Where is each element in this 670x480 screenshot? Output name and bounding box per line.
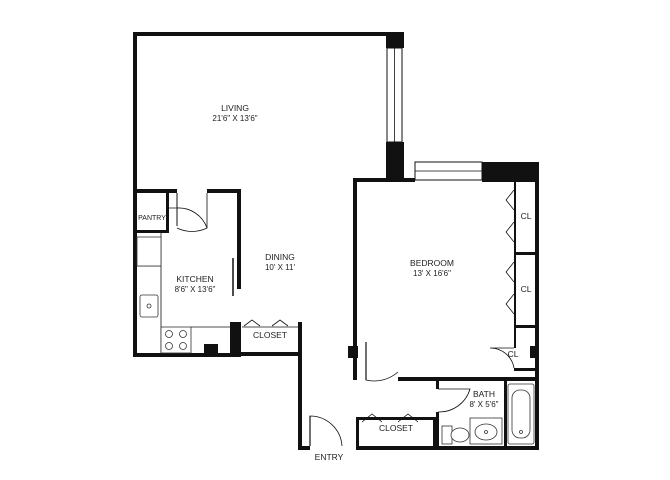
wall-entry-left	[298, 352, 302, 450]
windows	[386, 47, 483, 181]
door-bath	[437, 388, 471, 413]
door-closet-entry-right	[397, 413, 419, 423]
wall-cl-bottom-base	[514, 368, 538, 371]
bath-fixtures	[441, 383, 535, 445]
door-closet-kitchen-left	[243, 319, 261, 327]
cl-mid-label: CL	[521, 284, 532, 294]
wall-cl-bottom-left	[514, 328, 516, 348]
refrigerator	[136, 236, 162, 267]
dining-label: DINING	[265, 252, 295, 262]
wall-cl-bottom-stub	[530, 346, 538, 358]
bath-dims: 8' X 5'6"	[469, 400, 498, 409]
closet-entry-label: CLOSET	[379, 423, 413, 433]
wall-kitchen-right-lower	[230, 322, 241, 357]
door-closet-entry-left	[361, 413, 383, 423]
wall-cl-top-left	[514, 182, 516, 254]
wall-kitchen-bottom-block	[204, 344, 218, 357]
kitchen-label: KITCHEN	[176, 274, 213, 284]
labels: LIVING 21'6" X 13'6" DINING 10' X 11' KI…	[138, 103, 532, 462]
door-kitchen	[176, 193, 208, 232]
toilet-tank	[441, 425, 453, 445]
wall-bedroom-top-right-column	[482, 162, 538, 182]
door-bedroom	[365, 342, 399, 382]
bedroom-label: BEDROOM	[410, 258, 454, 268]
wall-kitchen-top-left	[133, 189, 177, 193]
wall-bedroom-left-lower	[353, 358, 357, 380]
cl-bottom-label: CL	[508, 349, 519, 359]
wall-bath-left-lower	[436, 412, 439, 450]
door-entry	[309, 415, 343, 447]
door-cl-mid-2	[505, 293, 515, 315]
wall-cl-divider-1	[514, 252, 538, 255]
wall-left-exterior	[133, 32, 137, 357]
entry-label: ENTRY	[315, 452, 344, 462]
wall-pantry-bottom	[133, 230, 169, 233]
bedroom-dims: 13' X 16'6"	[413, 269, 451, 278]
door-cl-top-2	[505, 221, 515, 243]
wall-pantry-right	[166, 193, 169, 233]
wall-closet-kitchen-bottom	[238, 352, 302, 356]
wall-cl-mid-left	[514, 255, 516, 327]
closet-kitchen-label: CLOSET	[253, 330, 287, 340]
doors	[169, 189, 515, 447]
cl-top-label: CL	[521, 211, 532, 221]
wall-kitchen-right-upper	[237, 189, 241, 289]
living-label: LIVING	[221, 103, 249, 113]
door-cl-top-1	[505, 189, 515, 211]
walls	[133, 32, 539, 450]
wall-bath-divider	[504, 381, 507, 450]
wall-entry-bottom-left	[298, 446, 310, 450]
wall-bath-left-upper	[436, 381, 439, 389]
living-dims: 21'6" X 13'6"	[212, 114, 257, 123]
wall-bottom-exterior	[356, 446, 539, 450]
wall-closet-entry-top	[356, 417, 436, 420]
door-cl-mid-1	[505, 261, 515, 283]
door-closet-kitchen-right	[271, 319, 289, 327]
pantry-label: PANTRY	[138, 215, 166, 222]
wall-cl-divider-2	[514, 325, 538, 328]
dining-dims: 10' X 11'	[265, 263, 296, 272]
wall-closet-entry-right	[433, 417, 436, 450]
wall-closet-entry-left	[356, 417, 359, 450]
door-cl-bottom	[489, 347, 515, 369]
wall-bedroom-bottom	[398, 377, 539, 381]
wall-living-top	[133, 32, 403, 36]
kitchen-fixtures	[136, 233, 234, 354]
kitchen-dims: 8'6" X 13'6"	[175, 285, 216, 294]
wall-right-exterior	[535, 162, 539, 450]
stove	[160, 326, 192, 354]
bathtub-inner	[511, 389, 531, 439]
toilet-bowl	[450, 427, 470, 443]
bath-label: BATH	[473, 389, 495, 399]
wall-living-right-top-column	[386, 32, 404, 48]
door-pantry	[169, 207, 208, 229]
wall-living-right-lower-column	[386, 142, 404, 180]
wall-bedroom-top-left	[353, 178, 415, 182]
wall-bedroom-left	[353, 178, 357, 346]
wall-bedroom-left-stub	[348, 346, 358, 358]
wall-kitchen-top-right	[207, 189, 241, 193]
wall-closet-kitchen-right	[298, 322, 302, 352]
wall-kitchen-bottom	[133, 353, 238, 357]
